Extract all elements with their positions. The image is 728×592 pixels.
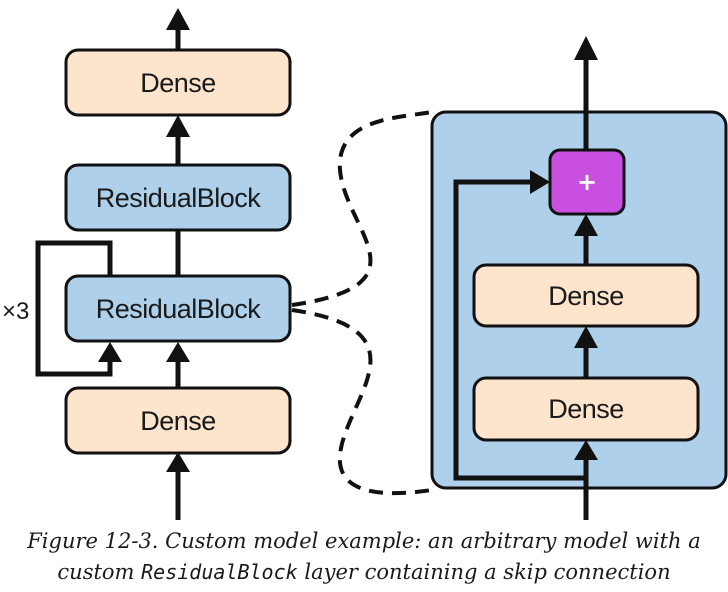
repeat-loop: ×3: [2, 240, 122, 377]
dense-layer-top-label: Dense: [140, 68, 216, 98]
caption-text-2a: custom: [57, 560, 142, 584]
repeat-loop-arrowhead: [98, 342, 122, 362]
left-model-connections: [166, 8, 190, 520]
detail-dense-layer-2-label: Dense: [548, 394, 624, 424]
caption-figure-number: Figure 12-3.: [27, 529, 159, 553]
caption-code-term: ResidualBlock: [141, 560, 298, 584]
repeat-count-label: ×3: [2, 298, 29, 325]
detail-dense-layer-1: Dense: [472, 263, 700, 328]
zoom-connectors: [291, 110, 433, 496]
detail-connections: [574, 36, 598, 520]
skip-connection: [453, 170, 586, 481]
detail-dense-layer-1-label: Dense: [548, 281, 624, 311]
caption-line-1: Figure 12-3. Custom model example: an ar…: [0, 526, 728, 557]
residual-block-1: ResidualBlock: [64, 163, 292, 232]
residual-model-diagram: ×3 Dense ResidualBlock ResidualBlock Den…: [2, 8, 728, 520]
dense-layer-top: Dense: [64, 48, 292, 117]
residual-block-2-label: ResidualBlock: [96, 294, 262, 324]
dense-layer-bottom: Dense: [64, 386, 292, 455]
add-node-label: +: [577, 168, 597, 196]
detail-dense-layer-2: Dense: [472, 376, 700, 442]
add-node: +: [548, 148, 626, 216]
zoom-connector-top: [291, 110, 433, 307]
residual-block-1-label: ResidualBlock: [96, 183, 262, 213]
residual-block-detail: + Dense Dense: [430, 36, 728, 520]
caption-line-2: custom ResidualBlock layer containing a …: [0, 557, 728, 588]
caption-text-1: Custom model example: an arbitrary model…: [158, 529, 701, 553]
caption-text-2b: layer containing a skip connection: [297, 560, 671, 584]
residual-block-2: ResidualBlock: [64, 274, 292, 343]
zoom-connector-bottom: [291, 308, 433, 496]
figure-caption: Figure 12-3. Custom model example: an ar…: [0, 526, 728, 588]
dense-layer-bottom-label: Dense: [140, 406, 216, 436]
skip-connection-arrowhead: [530, 170, 550, 194]
